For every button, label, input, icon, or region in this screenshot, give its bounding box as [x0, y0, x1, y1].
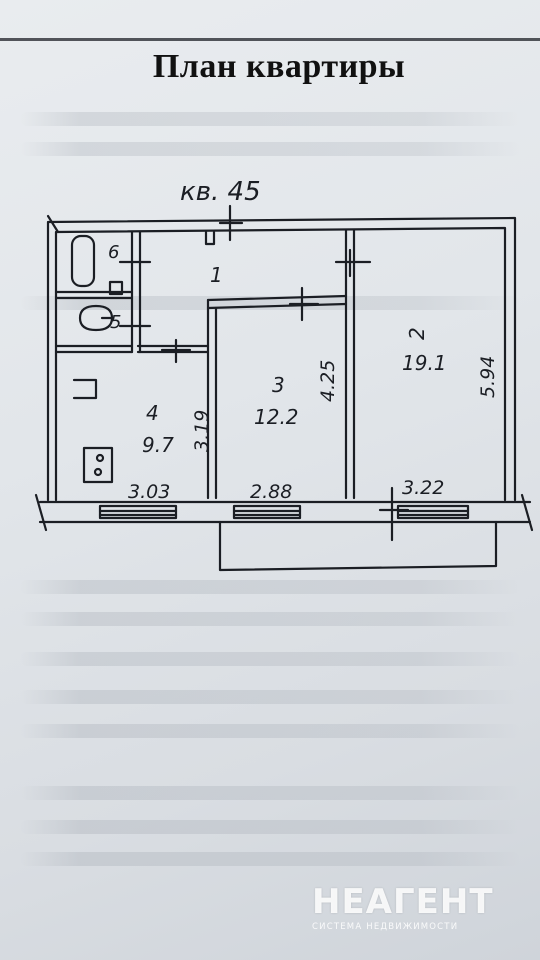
bleed-line — [20, 296, 520, 310]
wall-bath-wc — [54, 290, 134, 300]
bleed-line — [20, 112, 520, 126]
top-rule — [0, 38, 540, 41]
bottom-wall — [38, 500, 532, 524]
bleed-line — [20, 724, 520, 738]
entry-tick — [46, 214, 60, 234]
door-room2 — [334, 248, 372, 278]
bleed-line — [20, 690, 520, 704]
stove-burner — [95, 453, 105, 463]
room-number: 5 — [110, 312, 121, 333]
toilet — [78, 304, 114, 332]
meter-box — [204, 230, 216, 246]
dimension-label: 4.25 — [317, 360, 339, 402]
dimension-label: 2.88 — [250, 481, 292, 503]
window-room3 — [232, 504, 302, 520]
room-number: 4 — [146, 401, 159, 425]
balcony — [218, 520, 498, 572]
watermark-logo: НЕАГЕНТ — [312, 882, 494, 922]
stove-burner — [93, 467, 103, 477]
wall-kitchen-top — [136, 344, 210, 354]
wall-room3-top — [206, 294, 348, 310]
door-room3 — [288, 286, 320, 322]
wall-room2 — [344, 228, 356, 500]
bathtub — [70, 234, 96, 288]
wall-wc-bottom — [54, 344, 134, 354]
door-kitchen — [160, 338, 192, 364]
sink — [108, 280, 124, 296]
dimension-label: 3.22 — [402, 477, 444, 499]
kitchen-sink — [72, 378, 98, 400]
window-mark-room2 — [378, 486, 410, 542]
window-room2 — [396, 504, 470, 520]
dimension-label: 5.94 — [477, 356, 499, 398]
apartment-label: кв. 45 — [180, 177, 261, 207]
bleed-line — [20, 852, 520, 866]
watermark-tagline: СИСТЕМА НЕДВИЖИМОСТИ — [312, 922, 459, 932]
bleed-line — [20, 786, 520, 800]
watermark: НЕАГЕНТ СИСТЕМА НЕДВИЖИМОСТИ — [312, 884, 512, 932]
door-entry — [218, 204, 244, 242]
page-title: План квартиры — [152, 48, 406, 85]
room-number: 2 — [405, 327, 429, 340]
wall-room3-left — [206, 298, 218, 500]
wall-break-left — [34, 493, 48, 532]
room-area: 12.2 — [254, 405, 299, 429]
bleed-line — [20, 580, 520, 594]
outer-wall-inner — [54, 226, 507, 502]
dimension-label: 3.19 — [191, 410, 213, 452]
dimension-label: 3.03 — [128, 481, 170, 503]
bleed-line — [20, 652, 520, 666]
window-kitchen — [98, 504, 178, 520]
wall-break-right — [520, 493, 534, 532]
room-area: 19.1 — [402, 351, 447, 375]
bleed-line — [20, 820, 520, 834]
room-number: 6 — [108, 242, 119, 263]
room-area: 9.7 — [142, 433, 174, 457]
room-number: 3 — [272, 373, 285, 397]
wall-bath — [130, 230, 142, 354]
room-number: 1 — [210, 263, 223, 287]
outer-wall — [46, 216, 517, 502]
bleed-line — [20, 142, 520, 156]
bleed-line — [20, 612, 520, 626]
stove — [82, 446, 114, 484]
